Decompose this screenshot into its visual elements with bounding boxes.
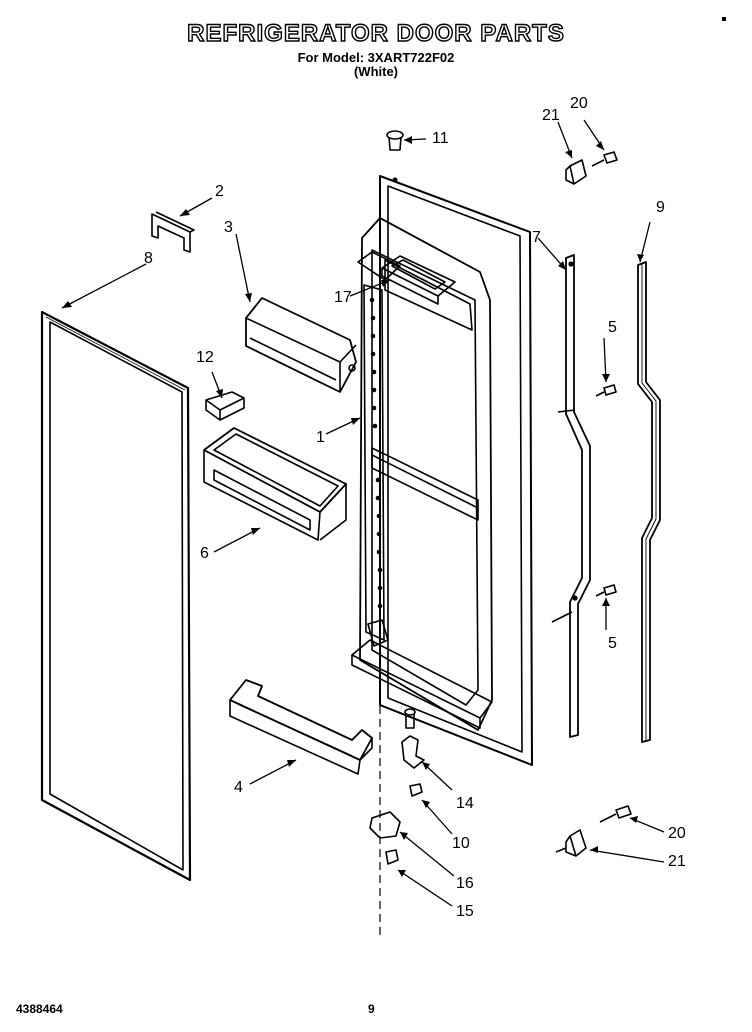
callout-20b: 20 [668, 825, 686, 842]
part-17-bracket [381, 255, 456, 305]
page-number: 9 [368, 1002, 375, 1016]
callout-21a: 21 [542, 107, 560, 124]
part-6-bin [203, 427, 347, 541]
color-line: (White) [353, 64, 399, 79]
document-code: 4388464 [16, 1002, 63, 1016]
part-8-gasket [40, 310, 192, 882]
part-4-bin [229, 679, 373, 775]
callout-8: 8 [144, 250, 153, 267]
part-3-dairy-door [245, 297, 357, 393]
part-9-seal [637, 261, 661, 743]
callout-15: 15 [456, 903, 474, 920]
callout-2: 2 [215, 183, 224, 200]
bottom-hinge-parts [555, 805, 632, 857]
callout-16: 16 [456, 875, 474, 892]
callout-7: 7 [532, 229, 541, 246]
part-5-screws [551, 384, 617, 623]
part-11-plug [386, 130, 404, 151]
part-2-clip [151, 211, 195, 253]
callout-17: 17 [334, 289, 352, 306]
callout-5a: 5 [608, 319, 617, 336]
callout-6: 6 [200, 545, 209, 562]
callout-5b: 5 [608, 635, 617, 652]
callout-arrowheads [62, 136, 644, 877]
callout-10: 10 [452, 835, 470, 852]
callout-9: 9 [656, 199, 665, 216]
callout-20a: 20 [570, 95, 588, 112]
model-line: For Model: 3XART722F02 [297, 50, 455, 65]
callout-3: 3 [224, 219, 233, 236]
callout-12: 12 [196, 349, 214, 366]
diagram-title: REFRIGERATOR DOOR PARTS [186, 19, 565, 47]
callout-14: 14 [456, 795, 474, 812]
corner-mark [722, 17, 726, 21]
part-12-pin [205, 391, 245, 421]
part-7-trim [565, 254, 591, 738]
callout-4: 4 [234, 779, 243, 796]
bottom-hinge-stack [369, 708, 425, 865]
rail-holes [369, 177, 398, 609]
callout-1: 1 [316, 429, 325, 446]
door-liner [351, 175, 533, 766]
top-hinge-parts [565, 151, 618, 185]
callout-11: 11 [432, 130, 449, 147]
callout-21b: 21 [668, 853, 686, 870]
